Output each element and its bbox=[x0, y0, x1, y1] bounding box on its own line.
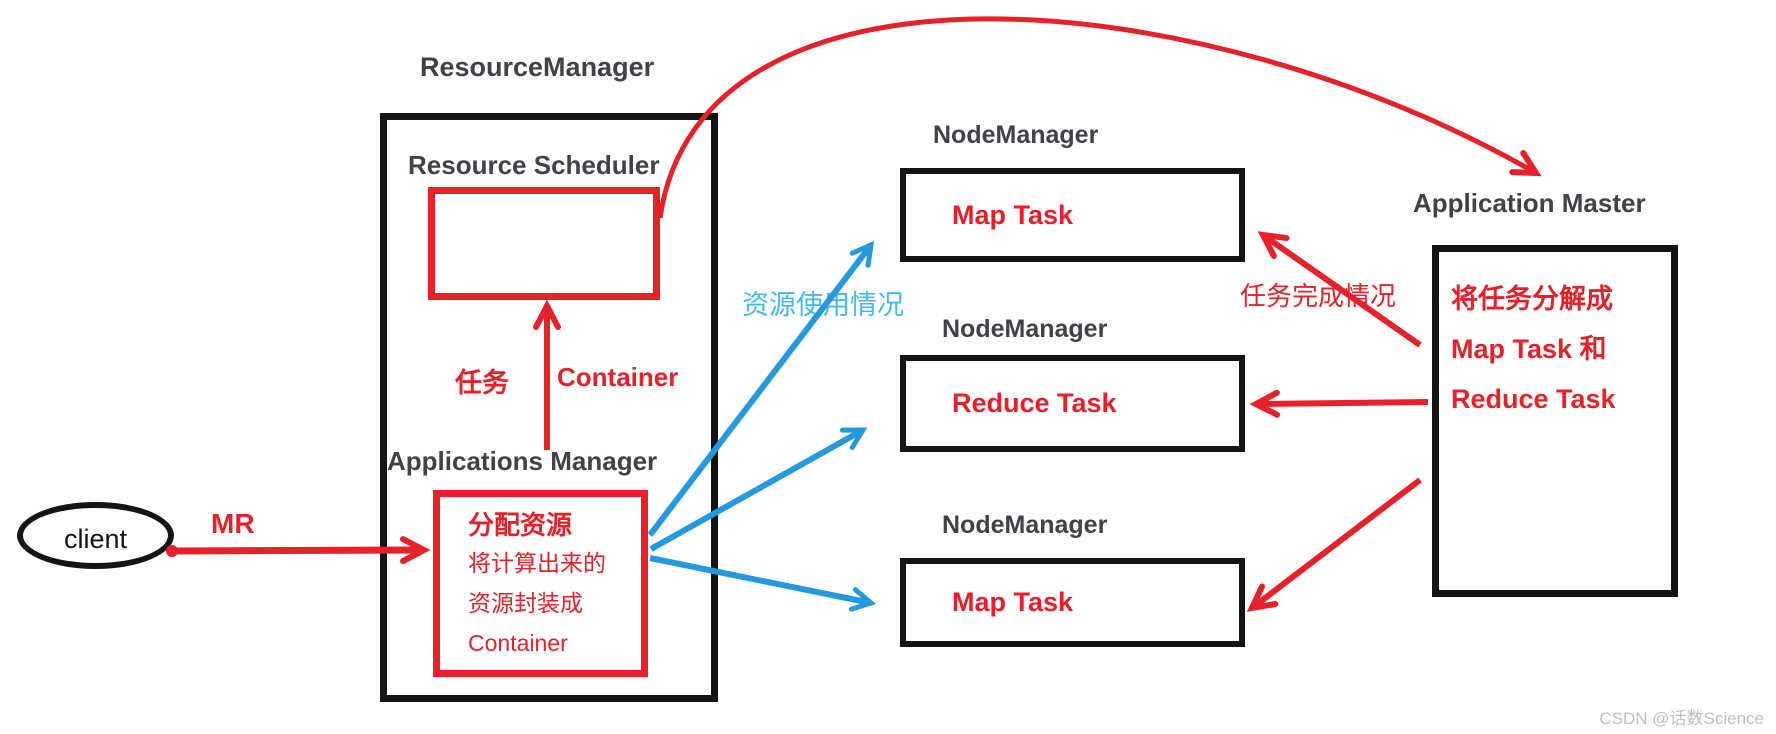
resource-scheduler-label: Resource Scheduler bbox=[408, 150, 660, 180]
client-label: client bbox=[63, 524, 128, 554]
allocate-resources-title: 分配资源 bbox=[468, 510, 573, 540]
resource-manager-title: ResourceManager bbox=[420, 52, 655, 82]
scheduler-placeholder-box bbox=[428, 187, 660, 300]
node-manager-3-box: Map Task bbox=[900, 558, 1245, 647]
task-completion-label: 任务完成情况 bbox=[1240, 281, 1397, 311]
mr-label: MR bbox=[211, 508, 255, 539]
am-line-3: Reduce Task bbox=[1451, 384, 1616, 414]
am-to-reduce-arrow bbox=[1249, 389, 1429, 418]
node-manager-3-title: NodeManager bbox=[942, 511, 1108, 539]
application-master-title: Application Master bbox=[1413, 188, 1646, 218]
am-to-map3-arrow bbox=[1246, 477, 1422, 612]
am-line-2: Map Task 和 bbox=[1451, 334, 1607, 364]
application-master-box: 将任务分解成 Map Task 和 Reduce Task bbox=[1432, 245, 1678, 597]
node-manager-1-box: Map Task bbox=[900, 168, 1245, 262]
task-label: 任务 bbox=[455, 368, 509, 398]
client-ellipse: client bbox=[17, 502, 174, 569]
alloc-line-2: 资源封装成 bbox=[468, 590, 583, 616]
node-manager-1-task: Map Task bbox=[952, 199, 1074, 230]
alloc-line-1: 将计算出来的 bbox=[468, 550, 606, 576]
node-manager-1-title: NodeManager bbox=[933, 121, 1099, 149]
applications-manager-label: Applications Manager bbox=[387, 446, 658, 476]
am-line-1: 将任务分解成 bbox=[1451, 284, 1613, 314]
container-label: Container bbox=[557, 362, 679, 392]
node-manager-2-task: Reduce Task bbox=[952, 388, 1117, 418]
resource-usage-label: 资源使用情况 bbox=[742, 290, 904, 320]
node-manager-2-title: NodeManager bbox=[942, 315, 1108, 343]
node-manager-3-task: Map Task bbox=[952, 587, 1074, 617]
watermark: CSDN @话数Science bbox=[1599, 709, 1764, 728]
node-manager-2-box: Reduce Task bbox=[900, 355, 1245, 452]
alloc-line-3: Container bbox=[468, 630, 568, 656]
allocate-resources-box: 分配资源 将计算出来的 资源封装成 Container bbox=[433, 490, 648, 677]
